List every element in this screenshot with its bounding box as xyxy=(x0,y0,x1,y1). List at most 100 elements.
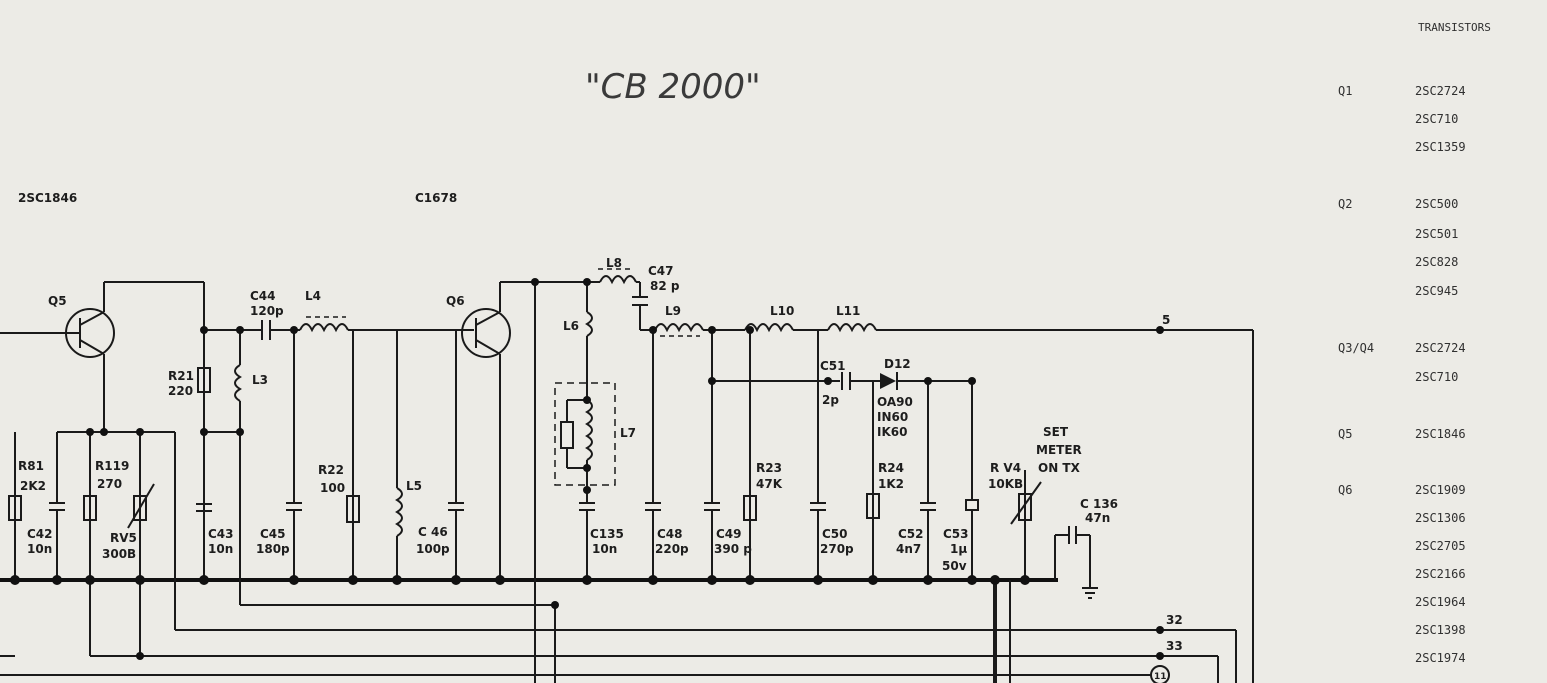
table-part: 2SC710 xyxy=(1415,112,1458,126)
value-c50: 270p xyxy=(820,542,854,556)
table-part: 2SC945 xyxy=(1415,284,1458,298)
set-meter-line-3: ON TX xyxy=(1038,461,1081,475)
label-c43: C43 xyxy=(208,527,234,541)
table-part: 2SC500 xyxy=(1415,197,1458,211)
output-filter xyxy=(712,323,1254,683)
value-c136: 47n xyxy=(1085,511,1110,525)
value-d12-1: OA90 xyxy=(877,395,913,409)
label-l4: L4 xyxy=(305,289,321,303)
value-c44: 120p xyxy=(250,304,284,318)
label-q5: Q5 xyxy=(48,294,67,308)
component-labels: Q5 Q6 R21 220 L3 C44 120p L4 R81 2K2 R11… xyxy=(18,256,1183,682)
label-c47: C47 xyxy=(648,264,674,278)
table-part: 2SC2724 xyxy=(1415,341,1466,355)
label-r21: R21 xyxy=(168,369,194,383)
value-c53: 1µ xyxy=(950,542,967,556)
label-c49: C49 xyxy=(716,527,742,541)
value-d12-3: IK60 xyxy=(877,425,907,439)
junctions xyxy=(10,278,1164,660)
label-l7: L7 xyxy=(620,426,636,440)
table-part: 2SC2166 xyxy=(1415,567,1466,581)
label-r81: R81 xyxy=(18,459,44,473)
table-part: 2SC1306 xyxy=(1415,511,1466,525)
coupling-network xyxy=(196,316,555,606)
handwritten-title: "CB 2000" xyxy=(585,67,761,107)
label-r24: R24 xyxy=(878,461,904,475)
table-ref-q5: Q5 xyxy=(1338,427,1352,441)
node-11: 11 xyxy=(1154,672,1167,682)
table-ref-q2: Q2 xyxy=(1338,197,1352,211)
label-l8: L8 xyxy=(606,256,622,270)
label-d12: D12 xyxy=(884,357,911,371)
value-c46: 100p xyxy=(416,542,450,556)
table-part: 2SC1359 xyxy=(1415,140,1466,154)
label-rv4: R V4 xyxy=(990,461,1021,475)
label-c46: C 46 xyxy=(418,525,448,539)
label-l5: L5 xyxy=(406,479,422,493)
label-c44: C44 xyxy=(250,289,276,303)
q6-transistor-symbol xyxy=(461,308,511,358)
q5-part-label: 2SC1846 xyxy=(18,191,77,205)
value-d12-2: IN60 xyxy=(877,410,908,424)
table-part: 2SC710 xyxy=(1415,370,1458,384)
table-part: 2SC828 xyxy=(1415,255,1458,269)
table-part: 2SC1398 xyxy=(1415,623,1466,637)
label-c52: C52 xyxy=(898,527,924,541)
set-meter-line-2: METER xyxy=(1036,443,1082,457)
label-r22: R22 xyxy=(318,463,344,477)
label-c51: C51 xyxy=(820,359,846,373)
q6-stage xyxy=(461,268,745,683)
table-heading: TRANSISTORS xyxy=(1418,21,1491,34)
value-c49: 390 p xyxy=(714,542,752,556)
value-rv5: 300B xyxy=(102,547,136,561)
label-l10: L10 xyxy=(770,304,794,318)
label-l11: L11 xyxy=(836,304,860,318)
value-c53-voltage: 50v xyxy=(942,559,967,573)
label-c135: C135 xyxy=(590,527,624,541)
q6-part-label: C1678 xyxy=(415,191,457,205)
label-l3: L3 xyxy=(252,373,268,387)
value-r24: 1K2 xyxy=(878,477,904,491)
value-c135: 10n xyxy=(592,542,617,556)
value-r23: 47K xyxy=(756,477,783,491)
value-c45: 180p xyxy=(256,542,290,556)
label-rv5: RV5 xyxy=(110,531,137,545)
table-ref-q3q4: Q3/Q4 xyxy=(1338,341,1374,355)
value-c48: 220p xyxy=(655,542,689,556)
table-part: 2SC1909 xyxy=(1415,483,1466,497)
value-c47: 82 p xyxy=(650,279,680,293)
q5-stage xyxy=(0,281,1160,657)
table-part: 2SC2705 xyxy=(1415,539,1466,553)
table-part: 2SC1974 xyxy=(1415,651,1466,665)
table-part: 2SC1964 xyxy=(1415,595,1466,609)
label-r23: R23 xyxy=(756,461,782,475)
label-c45: C45 xyxy=(260,527,286,541)
value-r21: 220 xyxy=(168,384,193,398)
label-c48: C48 xyxy=(657,527,683,541)
table-part: 2SC501 xyxy=(1415,227,1458,241)
transistor-table: TRANSISTORS Q1 2SC2724 2SC710 2SC1359 Q2… xyxy=(1338,21,1491,665)
value-c42: 10n xyxy=(27,542,52,556)
value-r81: 2K2 xyxy=(20,479,46,493)
label-c50: C50 xyxy=(822,527,848,541)
table-part: 2SC1846 xyxy=(1415,427,1466,441)
label-l6: L6 xyxy=(563,319,579,333)
value-c51: 2p xyxy=(822,393,839,407)
node-33: 33 xyxy=(1166,639,1183,653)
label-l9: L9 xyxy=(665,304,681,318)
node-32: 32 xyxy=(1166,613,1183,627)
value-r22: 100 xyxy=(320,481,345,495)
set-meter-line-1: SET xyxy=(1043,425,1069,439)
label-c53: C53 xyxy=(943,527,969,541)
label-c42: C42 xyxy=(27,527,53,541)
value-c52: 4n7 xyxy=(896,542,921,556)
value-rv4: 10KB xyxy=(988,477,1023,491)
table-ref-q6: Q6 xyxy=(1338,483,1352,497)
node-5: 5 xyxy=(1162,313,1170,327)
label-c136: C 136 xyxy=(1080,497,1118,511)
table-ref-q1: Q1 xyxy=(1338,84,1352,98)
label-r119: R119 xyxy=(95,459,129,473)
table-part: 2SC2724 xyxy=(1415,84,1466,98)
value-c43: 10n xyxy=(208,542,233,556)
